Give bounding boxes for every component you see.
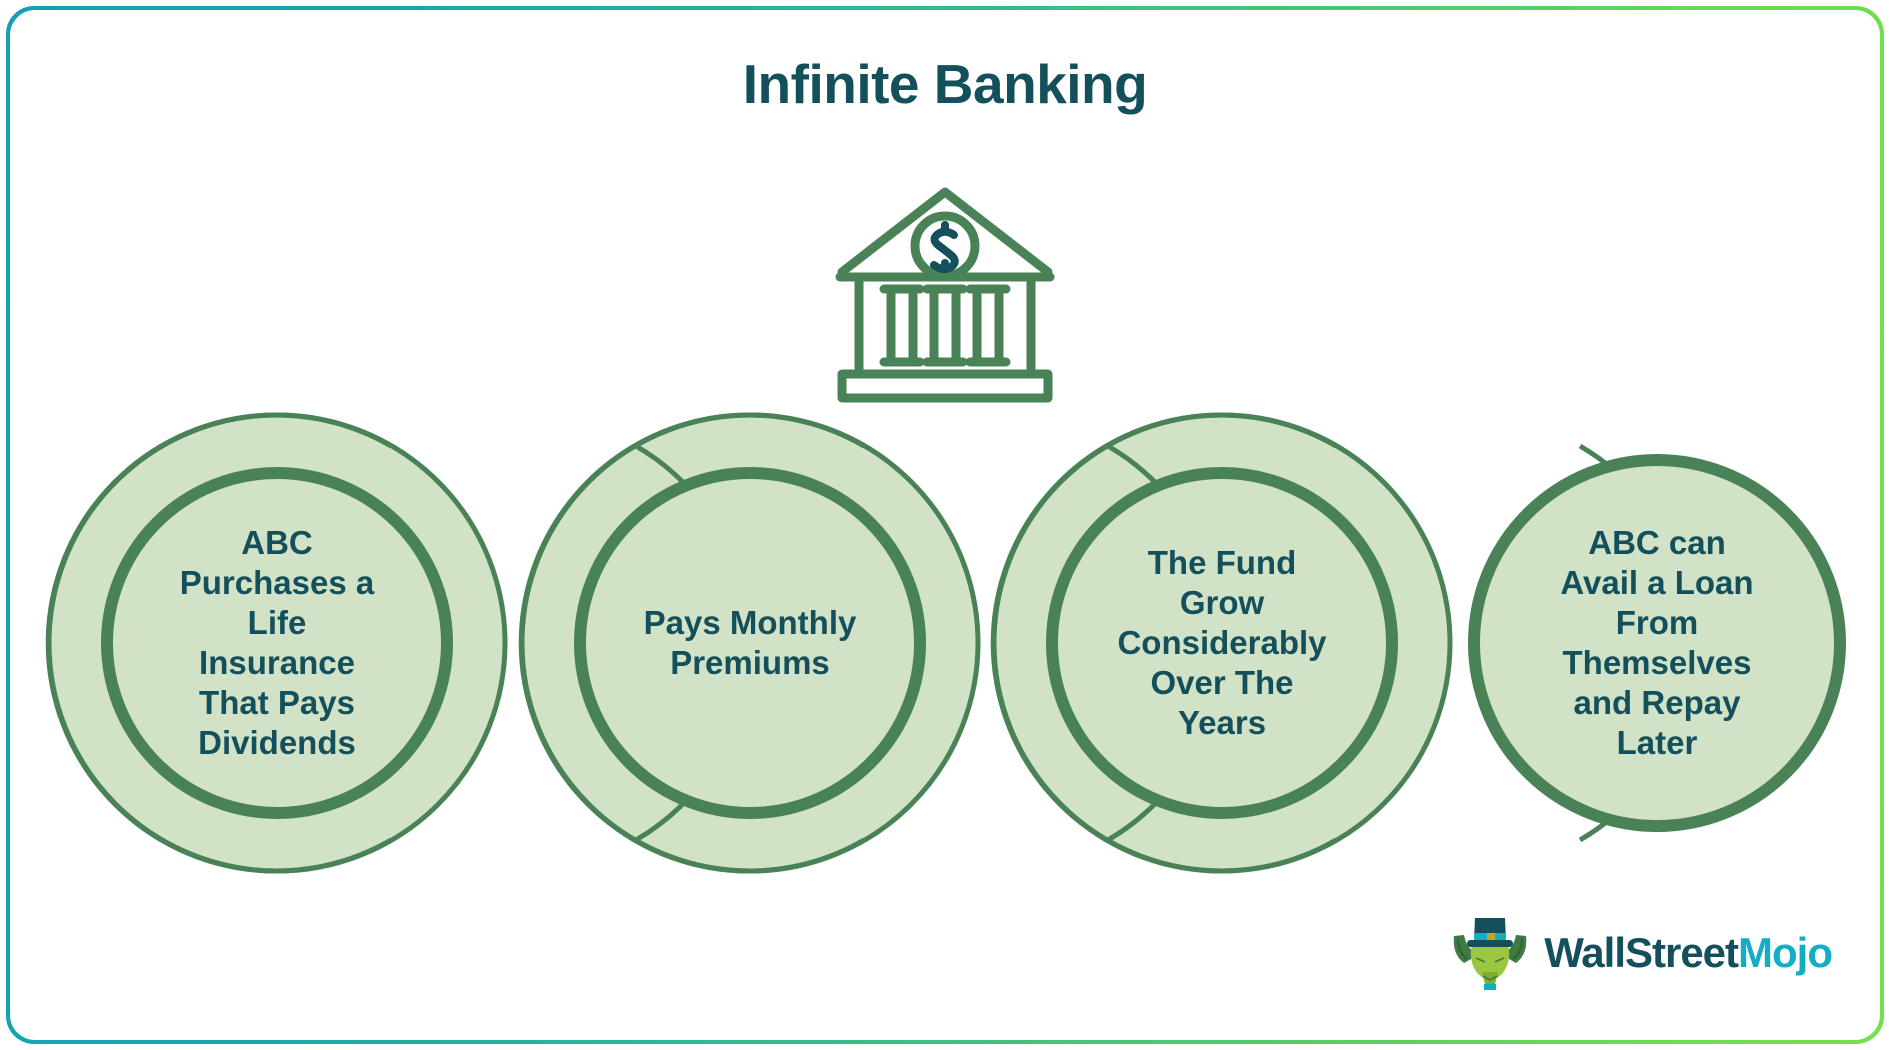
- flow-step-label-2: Pays Monthly Premiums: [643, 604, 857, 681]
- flow-step-label-3: The Fund Grow Considerably Over The Year…: [1117, 544, 1327, 741]
- brand-name-accent: Mojo: [1738, 929, 1833, 976]
- bank-building-dollar-icon: [834, 184, 1056, 410]
- flow-step-label-4: ABC can Avail a Loan From Themselves and…: [1560, 524, 1754, 761]
- brand-logo-text: WallStreetMojo: [1544, 929, 1833, 977]
- brand-name-primary: WallStreet: [1544, 929, 1739, 976]
- bull-with-top-hat-logo-icon: [1450, 914, 1530, 992]
- page-title: Infinite Banking: [742, 53, 1148, 115]
- flow-step-label-1: ABC Purchases a Life Insurance That Pays…: [179, 524, 375, 761]
- brand-logo: WallStreetMojo: [1450, 914, 1833, 992]
